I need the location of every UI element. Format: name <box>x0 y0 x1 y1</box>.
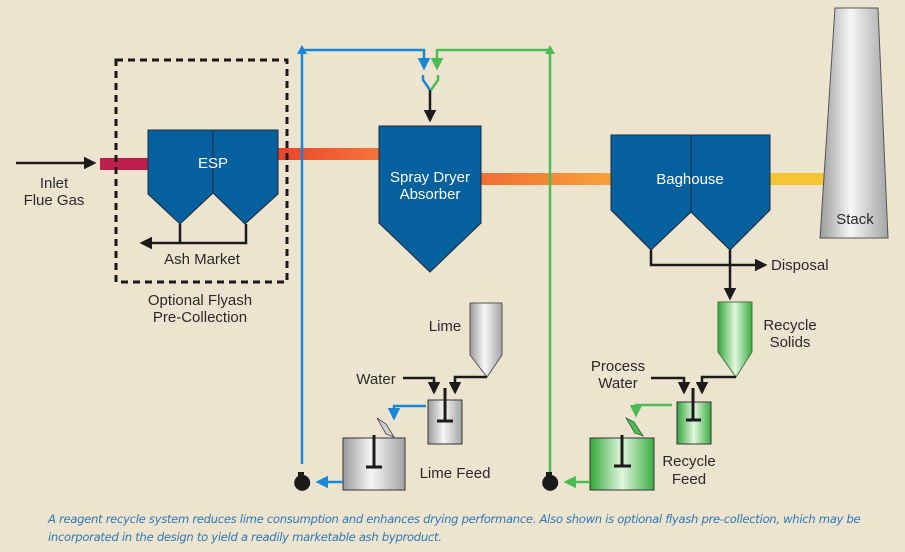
lime-silo <box>469 302 503 378</box>
baghouse-label: Baghouse <box>656 171 724 188</box>
inlet-label-1: Inlet <box>40 175 69 192</box>
sda-to-baghouse-duct <box>480 173 612 185</box>
lime-slurry-line <box>300 48 431 464</box>
disposal-line <box>649 250 768 272</box>
recycle-feed-label-2: Feed <box>672 471 706 488</box>
process-water-label-2: Water <box>598 375 637 392</box>
process-water-label-1: Process <box>591 358 645 375</box>
ash-market-line <box>142 224 248 243</box>
lime-label: Lime <box>429 318 462 335</box>
optional-precollection-box <box>114 58 289 284</box>
baghouse-to-stack-duct <box>770 173 826 185</box>
figure-caption: A reagent recycle system reduces lime co… <box>48 512 861 544</box>
sda-label-2: Absorber <box>400 186 461 203</box>
esp-vessel: ESP <box>147 129 279 225</box>
optional-label-1: Optional Flyash <box>148 292 252 309</box>
lime-feed-chute <box>376 417 395 438</box>
esp-label: ESP <box>198 155 228 172</box>
sda-label-1: Spray Dryer <box>390 169 470 186</box>
ash-market-label: Ash Market <box>164 251 241 268</box>
process-water-line <box>651 376 691 395</box>
lime-pump-icon <box>294 472 311 491</box>
spray-dryer-absorber: Spray Dryer Absorber <box>378 125 482 273</box>
stack-label: Stack <box>836 211 874 228</box>
recycle-pump-icon <box>542 472 559 491</box>
disposal-label: Disposal <box>771 257 829 274</box>
lime-feed-label: Lime Feed <box>420 465 491 482</box>
water-label: Water <box>356 371 395 388</box>
recycle-feed-label-1: Recycle <box>662 453 715 470</box>
optional-label-2: Pre-Collection <box>153 309 247 326</box>
recycle-mix-to-feed-line <box>629 403 672 418</box>
lime-mix-to-feed-line <box>387 404 426 421</box>
lime-feed-agitator <box>366 435 382 469</box>
green-merge <box>429 75 440 91</box>
blue-merge <box>421 75 432 91</box>
stack: Stack <box>819 7 889 239</box>
recycle-solids-label-1: Recycle <box>763 317 816 334</box>
recycle-slurry-line <box>430 48 552 478</box>
water-line <box>403 376 441 395</box>
recycle-solids-label-2: Solids <box>770 334 811 351</box>
inlet-label-2: Flue Gas <box>24 192 85 209</box>
esp-to-sda-duct <box>278 148 380 160</box>
lime-mix-agitator <box>437 388 453 423</box>
lime-to-mix-line <box>448 375 487 395</box>
baghouse-vessel: Baghouse <box>610 134 771 251</box>
recycle-solids-silo <box>717 301 753 378</box>
inlet-duct <box>100 158 150 170</box>
recycle-feed-agitator <box>614 435 631 468</box>
recycle-solids-feed-line <box>695 375 736 395</box>
recycle-line-up-arrow <box>545 45 555 54</box>
lime-line-up-arrow <box>297 45 307 54</box>
recycle-feed-chute <box>624 417 644 437</box>
recycle-mix-agitator <box>686 388 701 422</box>
